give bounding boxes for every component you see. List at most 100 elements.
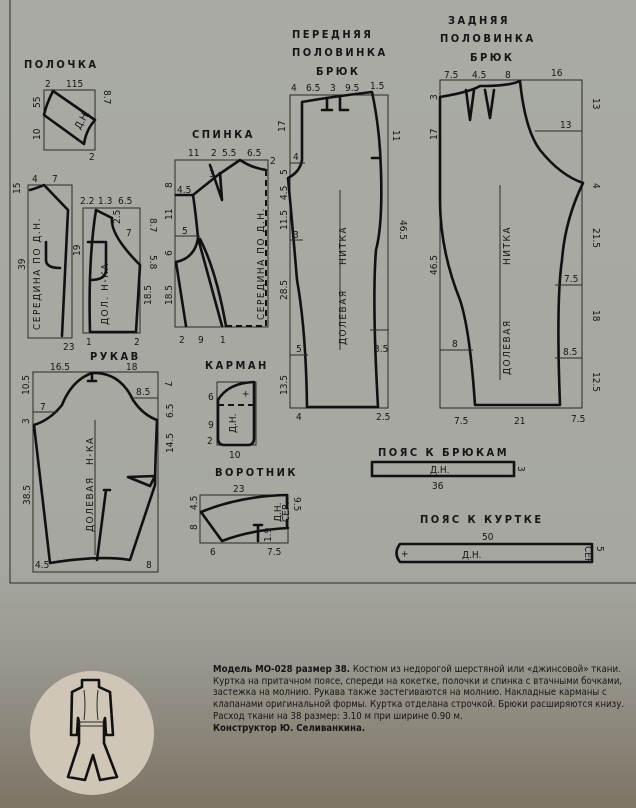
pattern-line (252, 523, 264, 543)
dimension-label: 4.5 (472, 70, 486, 81)
pattern-line (28, 183, 70, 338)
dimension-label: 2 (211, 148, 217, 159)
polochka-yoke: ПОЛОЧКА 2 115 55 8.7 10 2 Д.Н. (24, 58, 112, 163)
dimension-label: 6.5 (306, 83, 320, 94)
dimension-label: 46.5 (397, 220, 408, 240)
dimension-label: 3 (21, 418, 32, 424)
pattern-line (126, 474, 157, 488)
dimension-label: 17 (277, 121, 288, 132)
dimension-label: НИТКА (338, 226, 349, 265)
rukav-title: РУКАВ (90, 350, 141, 363)
sheet-frame (9, 0, 636, 584)
dimension-label: 7 (126, 228, 132, 239)
pattern-line (30, 671, 154, 795)
pattern-line (86, 240, 108, 282)
dimension-label: 50 (482, 532, 494, 543)
pattern-line (174, 158, 268, 328)
polochka-side: 2.2 1.3 6.5 2.5 8.7 7 5.8 18.5 1 2 ДОЛ. … (80, 196, 158, 348)
polochka-title: ПОЛОЧКА (24, 58, 99, 71)
dimension-label: Д.Н. (430, 465, 450, 476)
dimension-label: 4.5 (177, 185, 191, 196)
dimension-label: СЕРЕДИНА ПО Д.Н. (32, 217, 43, 330)
dimension-label: НИТКА (502, 226, 513, 265)
dimension-label: 8 (146, 560, 152, 571)
vorotnik-piece: ВОРОТНИК 23 4.5 8 9.5 6 7.5 1.9 Д.Н. СЕР… (189, 466, 302, 558)
dimension-label: 7 (162, 381, 173, 387)
dimension-label: 18.5 (164, 285, 175, 305)
dimension-label: БРЮК (316, 65, 361, 78)
pattern-line (439, 79, 583, 409)
dimension-label: ДОЛЕВАЯ (502, 319, 513, 375)
dimension-label: 23 (63, 342, 74, 353)
pattern-line (44, 240, 62, 270)
dimension-label: 11 (164, 209, 175, 220)
model-title: Модель МО-028 размер 38. (213, 664, 351, 675)
dimension-label: 6.5 (165, 404, 176, 418)
pattern-line (464, 88, 496, 122)
dimension-label: 3 (330, 83, 336, 94)
pattern-line (199, 493, 290, 543)
dimension-label: ДОЛ. Н-КА (100, 262, 111, 325)
dimension-label: 2 (89, 152, 95, 163)
dimension-label: 7.5 (267, 547, 281, 558)
dimension-label: 4 (293, 152, 299, 163)
pattern-line (88, 208, 142, 334)
dimension-label: 8.5 (136, 387, 150, 398)
dimension-label: ПОЛОВИНКА (440, 32, 536, 45)
dimension-label: 5.8 (147, 255, 158, 270)
dimension-label: 5 (279, 169, 290, 175)
spinka-piece: СПИНКА 11 2 5.5 6.5 2 8 4.5 11 5 6 18.5 … (164, 128, 290, 346)
dimension-label: 4.5 (279, 186, 290, 200)
dimension-label: 14.5 (165, 433, 176, 453)
dimension-label: 9.5 (291, 497, 302, 511)
dimension-label: 8.7 (147, 218, 158, 232)
dimension-label: 18 (590, 310, 601, 322)
dimension-label: 1 (220, 335, 226, 346)
dimension-label: ЗАДНЯЯ (448, 14, 510, 27)
dimension-label: 5 (182, 226, 188, 237)
dimension-label: 6.5 (118, 196, 132, 207)
dimension-label: 10 (229, 450, 241, 461)
dimension-label: 8 (452, 339, 458, 350)
dimension-label: 7.5 (454, 416, 468, 427)
dimension-label: 4 (590, 183, 601, 189)
dimension-label: 36 (432, 481, 444, 492)
dimension-label: 3 (429, 94, 440, 100)
dimension-label: Д.Н. (462, 550, 482, 561)
dimension-label: + (242, 389, 250, 400)
dimension-label: 8 (505, 70, 511, 81)
dimension-label: 18 (126, 362, 138, 373)
dimension-label: 6 (164, 250, 175, 256)
belt-jacket-title: ПОЯС К КУРТКЕ (420, 513, 544, 526)
dimension-label: 1.9 (263, 527, 274, 542)
pattern-line (79, 689, 104, 727)
dimension-label: 1 (86, 337, 92, 348)
belt-jacket-piece: ПОЯС К КУРТКЕ 50 Д.Н. 5 СЕР + (395, 513, 605, 564)
dimension-label: 5 (594, 546, 605, 552)
pattern-line (438, 79, 585, 407)
dimension-label: 28.5 (279, 280, 290, 300)
dimension-label: 4.5 (189, 496, 200, 510)
dimension-label: Н-КА (85, 436, 96, 465)
dimension-label: 19 (72, 244, 83, 256)
pattern-line (86, 371, 98, 383)
dimension-label: 115 (66, 79, 83, 90)
karman-piece: КАРМАН 6 9 2 10 Д.Н. + (205, 359, 269, 461)
model-description: Модель МО-028 размер 38. Костюм из недор… (213, 664, 628, 734)
dimension-label: 12.5 (590, 372, 601, 392)
dimension-label: 4.5 (35, 560, 49, 571)
dimension-label: 5 (296, 344, 302, 355)
dimension-label: 8.5 (563, 347, 577, 358)
dimension-label: 11.5 (279, 210, 290, 230)
karman-title: КАРМАН (205, 359, 269, 372)
dimension-label: 10.5 (21, 375, 32, 395)
dimension-label: 2.2 (80, 196, 94, 207)
dimension-label: 1.3 (98, 196, 112, 207)
dimension-label: СЕР. (281, 502, 292, 522)
dimension-label: 39 (17, 258, 28, 270)
dimension-label: 2 (179, 335, 185, 346)
dimension-label: 9 (198, 335, 204, 346)
belt-pants-piece: ПОЯС К БРЮКАМ Д.Н. 36 3 (370, 446, 526, 492)
dimension-label: 46.5 (429, 255, 440, 275)
